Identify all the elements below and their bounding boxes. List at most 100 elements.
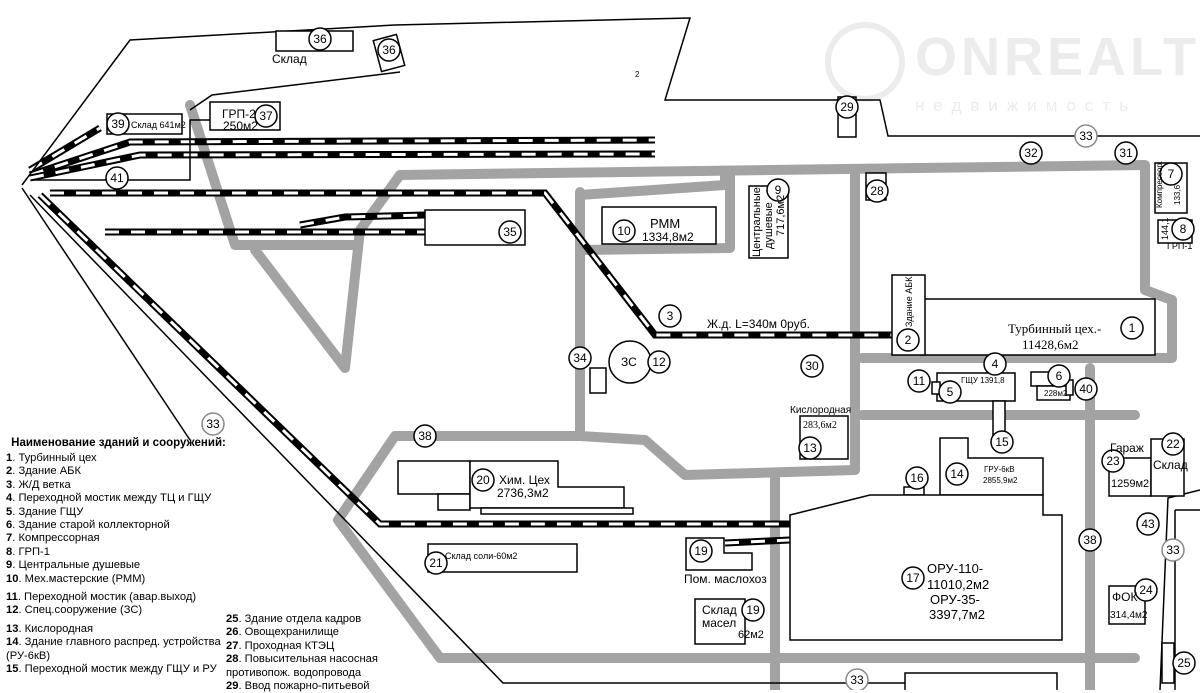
label-garage: Гараж [1110,441,1144,455]
legend-item-text: . Здание отдела кадров [238,613,362,625]
legend-item-text: . Ввод пожарно-питьевой [238,680,370,693]
marker-22: 22 [1161,432,1185,456]
marker-36: 36 [308,27,332,51]
legend-item-number: 4 [6,492,13,505]
marker-circle [1172,651,1196,675]
legend-item: 29. Ввод пожарно-питьевой [226,680,426,693]
marker-circle [865,179,889,203]
legend-item-number: 10 [6,572,19,585]
marker-circle [845,668,869,690]
marker-circle [647,350,671,374]
labels: Склад 2 ГРП-2 250м2 Склад 641м2 Компресс… [131,52,1192,641]
marker-24: 24 [1134,578,1158,602]
marker-15: 15 [990,430,1014,454]
legend-item-number: 26 [226,626,239,639]
marker-33: 33 [201,412,225,436]
legend-item: 3. Ж/Д ветка [6,479,231,492]
marker-circle [1134,578,1158,602]
legend-item-text: . Центральные душевые [12,559,141,572]
legend-item-number: 6 [6,519,13,532]
marker-1: 1 [1120,316,1144,340]
label-oru110: ОРУ-110- [927,561,983,576]
label-turbine: Турбинный цех.- [1008,321,1101,336]
label-compressor: Компрессор. [1155,161,1164,208]
marker-19: 19 [689,539,713,563]
marker-number: 37 [259,109,273,123]
marker-number: 12 [652,355,666,369]
legend-item-text: . Овощехранилище [238,626,340,639]
marker-number: 33 [206,417,220,431]
label-grp1: ГРП-1 [1167,241,1192,251]
marker-circle [1171,217,1195,241]
label-oru35-area: 3397,7м2 [929,607,985,622]
marker-9: 9 [766,178,790,202]
marker-number: 14 [950,467,964,481]
marker-number: 30 [805,359,819,373]
marker-number: 33 [1079,129,1093,143]
marker-circle [471,468,495,492]
legend-item-number: 13 [6,622,19,635]
label-showers-2: душевые [763,202,775,249]
marker-10: 10 [612,219,636,243]
legend: Наименование зданий и сооружений: 1. Тур… [6,437,231,677]
marker-number: 43 [1141,517,1155,531]
legend-item-number: 1 [6,452,13,464]
label-grp1-area: 144,1 [1160,217,1170,240]
legend-item-text: . Здание АБК [12,465,82,478]
marker-40: 40 [1074,377,1098,401]
marker-circle [800,354,824,378]
label-gru: ГРУ-6кВ [984,465,1015,474]
marker-circle [254,104,278,128]
legend-item-number: 27 [226,639,239,652]
legend-item: 25. Здание отдела кадров [226,613,426,626]
marker-38: 38 [413,424,437,448]
legend-item: 13. Кислородная [6,623,231,636]
marker-number: 22 [1166,437,1180,451]
marker-circle [1161,538,1185,562]
marker-number: 33 [850,673,864,687]
marker-number: 7 [1168,167,1175,181]
marker-number: 9 [775,183,782,197]
label-chem-area: 2736,3м2 [497,486,549,500]
marker-circle [689,539,713,563]
marker-36: 36 [377,38,401,62]
label-oil-store-1: Склад [702,603,737,617]
marker-37: 37 [254,104,278,128]
marker-circle [1136,512,1160,536]
label-abk: Здание АБК [904,276,914,327]
legend-item-text: . Кислородная [18,622,94,635]
label-old-collector-area: 228м2 [1044,389,1068,398]
legend-item-text: . Спец.сооружение (ЗС) [18,604,143,617]
legend-item: 6. Здание старой коллекторной [6,519,231,532]
marker-circle [1074,124,1098,148]
label-oru110-area: 11010,2м2 [927,577,989,592]
marker-number: 10 [617,224,631,238]
legend-item-text: . Здание ГЩУ [12,505,84,518]
label-oxygen: Кислородная [790,405,851,416]
label-oil-store-2: масел [702,616,736,630]
marker-number: 39 [111,117,125,131]
legend-item-text: . Компрессорная [12,532,100,545]
marker-number: 8 [1180,222,1187,236]
marker-number: 29 [840,100,854,114]
marker-14: 14 [945,462,969,486]
marker-number: 28 [870,184,884,198]
marker-number: 38 [418,429,432,443]
label-grp2: ГРП-2 [222,107,256,121]
label-oil-room: Пом. маслохоз [684,572,767,586]
marker-33: 33 [1074,124,1098,148]
marker-circle [798,436,822,460]
marker-number: 31 [1119,146,1133,160]
marker-number: 20 [476,473,490,487]
marker-5: 5 [938,380,962,404]
legend-item-number: 25 [226,613,239,625]
marker-35: 35 [498,220,522,244]
marker-number: 33 [1166,543,1180,557]
fence [21,17,1200,690]
marker-16: 16 [905,466,929,490]
legend-item: 9. Центральные душевые [6,559,231,572]
label-turbine-area: 11428,6м2 [1022,337,1079,352]
legend-item-number: 12 [6,604,19,617]
